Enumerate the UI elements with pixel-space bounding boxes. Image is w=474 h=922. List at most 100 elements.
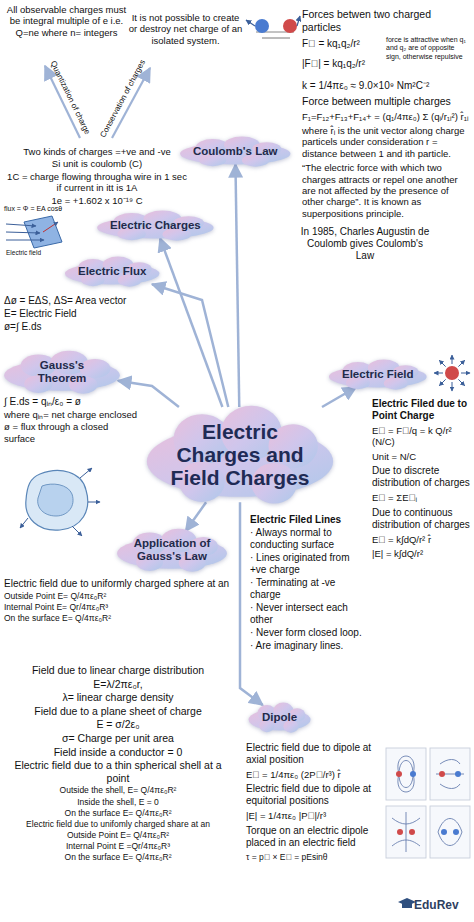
note-text: 1e = +1.602 x 10⁻¹⁹ C bbox=[4, 195, 190, 206]
note-text: F⃗ = kq₁q₂/r² bbox=[302, 38, 384, 50]
note-text: E= Electric Field bbox=[4, 308, 174, 320]
note-text: Electric Filed Lines bbox=[250, 514, 368, 526]
point-charge-figure bbox=[452, 382, 453, 391]
note-text: where r̂ᵢ is the unit vector along charg… bbox=[302, 125, 470, 159]
cloud-shape bbox=[97, 217, 213, 239]
note-text: E⃗ = 1/4πε₀ (2P⃗/r³) r̂ bbox=[246, 769, 381, 780]
note-text: |E| = 1/4πε₀ |P⃗|/r³ bbox=[246, 810, 381, 821]
note-text: Si unit is coulomb (C) bbox=[4, 158, 190, 169]
branch-arrow bbox=[322, 387, 356, 407]
dipole-field-figure bbox=[386, 806, 426, 858]
topic-cloud: Electric Field bbox=[328, 359, 428, 390]
note-text: σ= Charge per unit area bbox=[4, 732, 232, 745]
note-text: ø = flux through a closed surface bbox=[4, 421, 139, 444]
topic-title: Gauss's Theorem bbox=[15, 359, 109, 385]
note-text: Force between multiple charges bbox=[302, 95, 470, 108]
cloud-shape bbox=[329, 366, 427, 388]
cloud-shape bbox=[180, 143, 290, 165]
topic-title: Electric Field bbox=[342, 368, 414, 381]
note-text: Electric field due to unifomly charged s… bbox=[4, 819, 232, 829]
note-text: Δø = EΔS, ΔS= Area vector bbox=[4, 295, 174, 307]
logo-icon bbox=[398, 898, 416, 908]
note-text: F₁=F₁₂+F₁₃+F₁₄+ = (q₁/4πε₀) Σ (qᵢ/r₁ᵢ²) … bbox=[302, 111, 470, 122]
note-text: E⃗ = F⃗/q = k Q/r² (N/C) bbox=[372, 425, 472, 448]
dipole-field-figure bbox=[436, 760, 464, 789]
note-text: E⃗ = k∫dQ/r² r̂ bbox=[372, 534, 472, 545]
flux-plane-figure bbox=[6, 216, 62, 248]
branch-arrow bbox=[152, 284, 228, 407]
topic-cloud: Electric Flux bbox=[64, 256, 160, 287]
point-charge-figure bbox=[458, 379, 464, 385]
dipole-field-figure bbox=[386, 748, 426, 800]
dipole-field-figure bbox=[438, 819, 462, 846]
two-charges-figure bbox=[297, 16, 300, 26]
note-text: On the surface E= Q/4πε₀R² bbox=[4, 613, 230, 623]
note-text: Outside Point E= Q/4πε₀R² bbox=[4, 830, 232, 840]
note-text: · Never form closed loop. bbox=[250, 627, 368, 639]
dipole-field-figure bbox=[409, 829, 415, 835]
point-charge-figure bbox=[461, 373, 470, 374]
note-text: “The electric force with which two charg… bbox=[302, 162, 470, 219]
branch-arrow bbox=[160, 238, 222, 407]
branch-arrow bbox=[235, 164, 239, 407]
note-text: Internal Point E =Qr/4πε₀R³ bbox=[4, 841, 232, 851]
topic-title: Coulomb's Law bbox=[193, 145, 278, 158]
note-text: Field inside a conductor = 0 bbox=[4, 746, 232, 759]
note-text: Electric Filed due to Point Charge bbox=[372, 398, 472, 422]
topic-cloud: Electric Charges bbox=[96, 210, 215, 241]
dipole-field-figure bbox=[453, 829, 459, 835]
note-text: Outside the shell, E= Q/4πε₀R² bbox=[4, 785, 232, 795]
two-charges-figure bbox=[262, 38, 290, 39]
central-title: Electric Charges and Field Charges bbox=[165, 420, 315, 489]
note-text: Two kinds of charges =+ve and -ve bbox=[4, 146, 190, 157]
note-text: Electric field due to a thin spherical s… bbox=[4, 759, 232, 784]
note-text: Field due to a plane sheet of charge bbox=[4, 705, 232, 718]
point-charge-figure bbox=[434, 355, 470, 391]
topic-cloud: Coulomb's Law bbox=[179, 136, 292, 167]
point-charge-figure bbox=[458, 360, 464, 366]
note-text: It is not possible to create or destroy … bbox=[128, 12, 243, 46]
note-text: Electric field due to dipole at axial po… bbox=[246, 742, 381, 766]
gaussian-surface-figure bbox=[88, 502, 100, 503]
branch-arrow bbox=[186, 502, 206, 531]
note-text: force is attractive when q₁ and q₂ are o… bbox=[386, 36, 470, 61]
flux-plane-figure bbox=[24, 216, 62, 248]
dipole-field-figure bbox=[392, 812, 420, 852]
flux-plane-figure bbox=[6, 240, 44, 241]
note-text: Internal Point E= Qr/4πε₀R³ bbox=[4, 602, 230, 612]
dipole-field-figure bbox=[396, 771, 402, 777]
two-charges-figure bbox=[283, 19, 297, 33]
note-text: · Are imaginary lines. bbox=[250, 640, 368, 652]
central-cloud: Electric Charges and Field Charges bbox=[145, 404, 335, 505]
note-text: On the surface E= Q/4πε₀R² bbox=[4, 808, 232, 818]
point-charge-figure bbox=[434, 373, 443, 374]
gaussian-surface-figure bbox=[80, 468, 92, 478]
gaussian-surface-figure bbox=[38, 484, 73, 516]
dipole-field-figure bbox=[386, 748, 470, 858]
note-text: · Always normal to conducting surface bbox=[250, 527, 368, 551]
note-text: Due to continuous distribution of charge… bbox=[372, 507, 472, 531]
note-text: E⃗ = ΣE⃗ᵢ bbox=[372, 492, 472, 503]
dipole-field-figure bbox=[441, 829, 447, 835]
note-text: Electric field due to dipole at equitori… bbox=[246, 783, 381, 807]
note-text: E = σ/2ε₀ bbox=[4, 718, 232, 731]
watermark: EduRev bbox=[414, 898, 470, 912]
point-charge-figure bbox=[439, 379, 445, 385]
logo-icon bbox=[402, 903, 412, 908]
note-text: |E| = k∫dQ/r² bbox=[372, 548, 472, 559]
dipole-field-figure bbox=[430, 748, 470, 800]
note-text: k = 1/4πε₀ ≈ 9.0×10⁹ Nm²C⁻² bbox=[302, 80, 470, 92]
note-text: Electric field bbox=[6, 249, 62, 257]
note-text: · Terminating at -ve charge bbox=[250, 577, 368, 601]
note-text: where qᵢₙ= net charge enclosed bbox=[4, 409, 139, 420]
note-text: Outside Point E= Q/4πε₀R² bbox=[4, 591, 230, 601]
flux-plane-figure bbox=[43, 222, 58, 232]
note-text: On the surface E= Q/4πε₀R² bbox=[4, 852, 232, 862]
note-text: 1C = charge flowing througha wire in 1 s… bbox=[4, 171, 190, 194]
note-text: τ = p⃗ × E⃗ = pEsinθ bbox=[246, 852, 381, 862]
point-charge-figure bbox=[452, 355, 453, 364]
note-text: In 1985, Charles Augustin de Coulomb giv… bbox=[300, 226, 430, 262]
dipole-field-figure bbox=[410, 771, 416, 777]
topic-title: Electric Flux bbox=[78, 265, 146, 278]
